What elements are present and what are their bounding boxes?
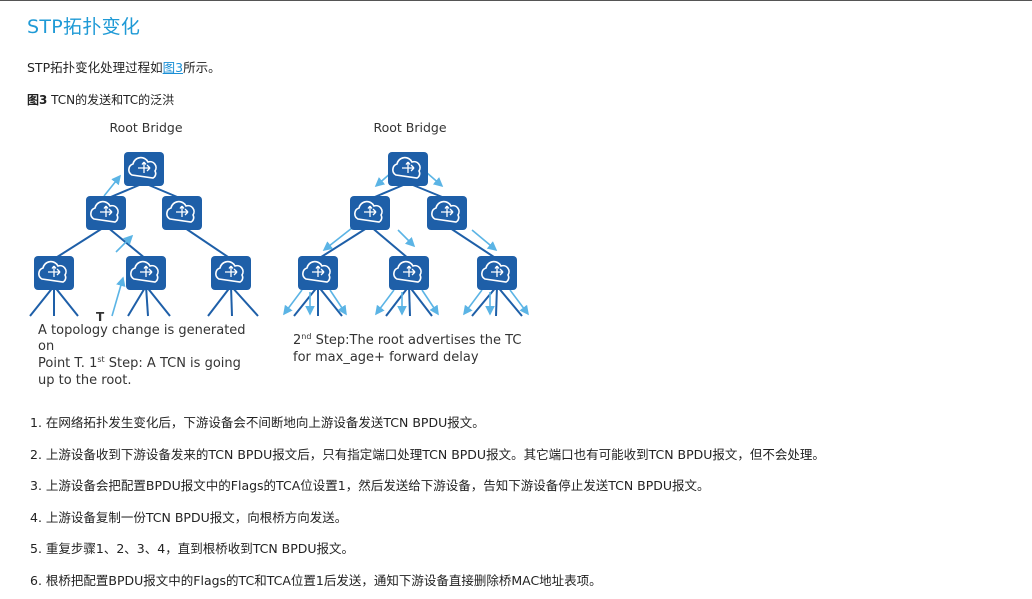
left-desc-line3-post: Step: A TCN is going [105,356,241,371]
point-t-label: T [96,310,105,324]
right-switch-l3c-icon [477,256,517,290]
left-desc-line3-pre: Point T. 1 [38,356,97,371]
right-description: 2nd Step:The root advertises the TC for … [293,332,521,365]
intro-prefix: STP拓扑变化处理过程如 [27,60,163,75]
left-switch-l3b-icon [126,256,166,290]
list-item: 5. 重复步骤1、2、3、4，直到根桥收到TCN BPDU报文。 [30,536,825,568]
right-desc-line2: for max_age+ forward delay [293,350,479,365]
left-description: A topology change is generated on Point … [38,323,246,388]
right-desc-line1-post: Step:The root advertises the TC [311,333,521,348]
left-desc-line3: Point T. 1st Step: A TCN is going [38,355,241,371]
right-topology: Root Bridge [284,120,528,365]
right-root-switch-icon [388,152,428,186]
intro-suffix: 所示。 [183,60,221,75]
left-root-bridge-label: Root Bridge [109,120,182,135]
right-desc-line1-pre: 2 [293,333,301,348]
right-switch-l3b-icon [389,256,429,290]
top-divider [0,0,1032,1]
list-item: 3. 上游设备会把配置BPDU报文中的Flags的TCA位设置1，然后发送给下游… [30,473,825,505]
section-title: STP拓扑变化 [27,12,140,39]
left-links [30,183,258,316]
figure-number: 图3 [27,93,47,107]
left-desc-line1: A topology change is generated [38,323,246,338]
intro-text: STP拓扑变化处理过程如图3所示。 [27,57,221,76]
left-switch-l3c-icon [211,256,251,290]
figure-title: TCN的发送和TC的泛洪 [47,93,174,107]
list-item: 2. 上游设备收到下游设备发来的TCN BPDU报文后，只有指定端口处理TCN … [30,442,825,474]
list-item: 1. 在网络拓扑发生变化后，下游设备会不间断地向上游设备发送TCN BPDU报文… [30,410,825,442]
right-desc-line1-sup: nd [301,332,311,341]
list-item: 6. 根桥把配置BPDU报文中的Flags的TC和TCA位置1后发送，通知下游设… [30,568,825,599]
left-switch-l2b-icon [162,196,202,230]
left-switch-l2a-icon [86,196,126,230]
figure-caption: 图3 TCN的发送和TC的泛洪 [27,91,174,108]
left-root-switch-icon [124,152,164,186]
left-desc-line3-sup: st [97,355,104,364]
figure-3-link[interactable]: 图3 [163,60,183,75]
stp-topology-diagram: Root Bridge T [20,112,560,397]
right-switch-l3a-icon [298,256,338,290]
right-switch-l2b-icon [427,196,467,230]
list-item: 4. 上游设备复制一份TCN BPDU报文，向根桥方向发送。 [30,505,825,537]
left-switch-l3a-icon [34,256,74,290]
right-root-bridge-label: Root Bridge [373,120,446,135]
right-switch-l2a-icon [350,196,390,230]
right-desc-line1: 2nd Step:The root advertises the TC [293,332,521,348]
right-links [294,183,522,316]
process-steps-list: 1. 在网络拓扑发生变化后，下游设备会不间断地向上游设备发送TCN BPDU报文… [30,410,825,599]
left-desc-line4: up to the root. [38,373,131,388]
left-topology: Root Bridge T [30,120,258,388]
left-desc-line2: on [38,339,54,354]
